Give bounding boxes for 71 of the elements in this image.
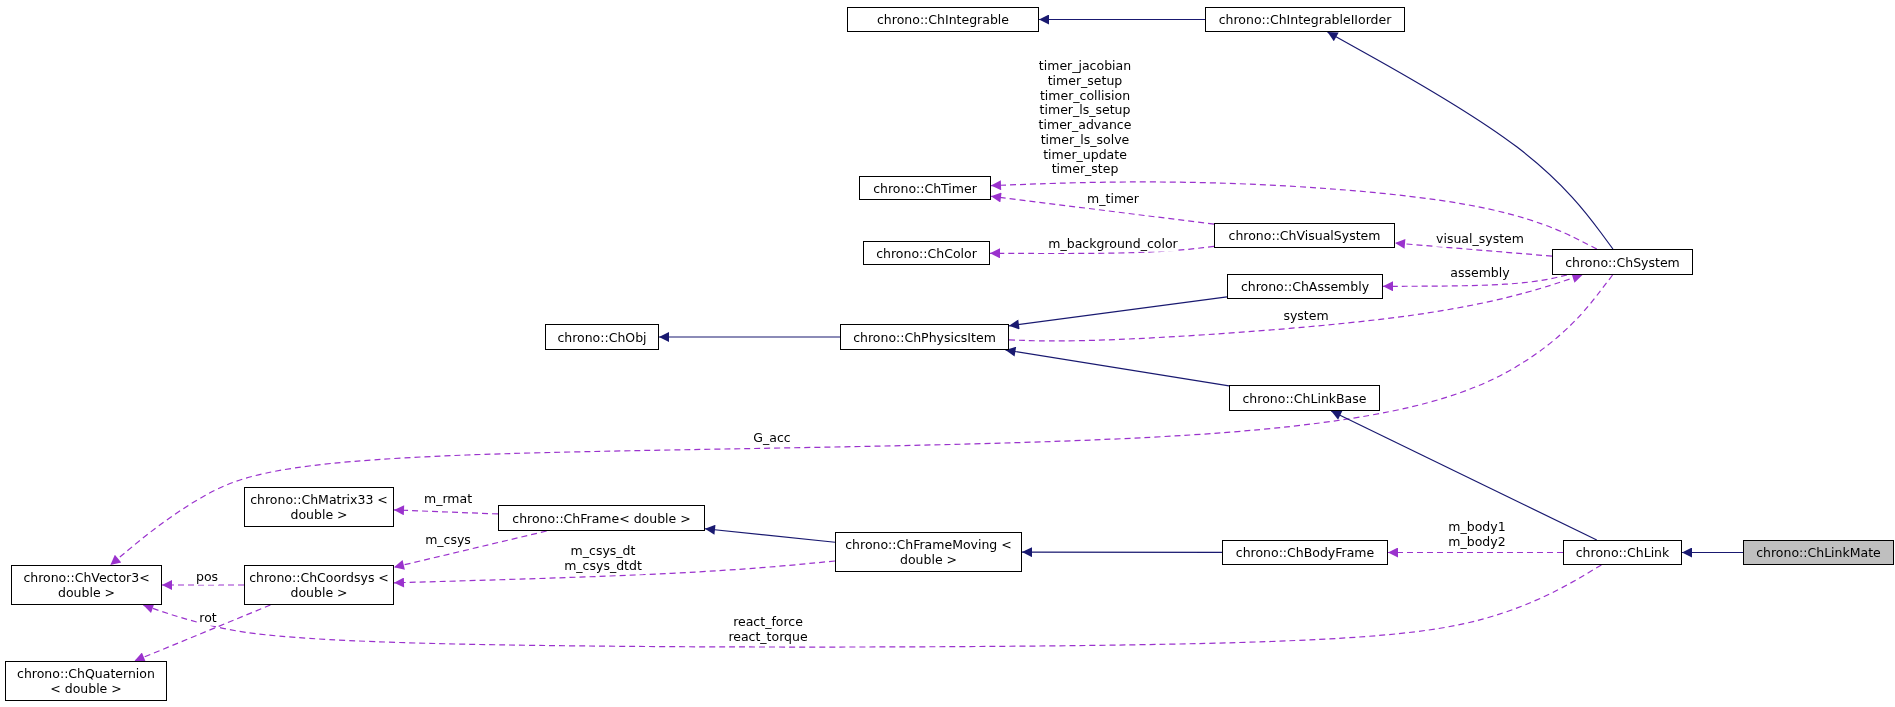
class-name: chrono::ChAssembly xyxy=(1240,279,1370,294)
class-box xyxy=(498,505,705,531)
class-box xyxy=(863,241,990,265)
class-name: chrono::ChLinkMate xyxy=(1756,545,1881,560)
dashed-arrow xyxy=(142,564,1602,648)
class-box xyxy=(5,661,167,701)
edge-label: m_timer xyxy=(1086,191,1140,207)
class-name: chrono::ChTimer xyxy=(873,180,977,196)
edge-label: m_background_color xyxy=(1047,236,1179,252)
dashed-arrow xyxy=(393,505,499,516)
class-name: chrono::ChLinkBase xyxy=(1242,390,1367,406)
class-box xyxy=(1563,540,1682,565)
edge-label: visual_system xyxy=(1435,231,1525,247)
class-name: chrono::ChIntegrableIIorder xyxy=(1218,12,1392,27)
class-name: chrono::ChIntegrable xyxy=(877,12,1009,27)
dashed-arrow xyxy=(161,580,245,590)
edge-label: system xyxy=(1282,308,1330,324)
dashed-arrow xyxy=(109,274,1614,566)
class-name: chrono::ChBodyFrame xyxy=(1235,545,1375,560)
arrow xyxy=(704,524,836,543)
arrow xyxy=(1004,346,1230,387)
arrow xyxy=(658,332,841,342)
dashed-arrow xyxy=(989,245,1215,259)
dashed-arrow xyxy=(393,560,836,588)
class-box xyxy=(1552,249,1693,275)
dashed-arrow xyxy=(990,180,1598,250)
class-name: chrono::ChObj xyxy=(557,329,647,345)
arrow xyxy=(1330,410,1598,541)
edge-label: timer_jacobian timer_setup timer_collision timer_ls_setup timer_advance timer_ls_solve timer_update timer_step xyxy=(1037,59,1133,177)
arrow xyxy=(1326,31,1614,250)
class-name: chrono::ChVector3< double > xyxy=(22,570,151,600)
class-name: chrono::ChPhysicsItem xyxy=(853,329,996,345)
class-box xyxy=(11,565,162,605)
class-box xyxy=(1229,385,1380,411)
class-name: chrono::ChCoordsys < double > xyxy=(249,570,389,600)
class-box xyxy=(1222,540,1388,565)
edge-label: rot xyxy=(198,610,218,626)
arrow xyxy=(1021,547,1223,558)
class-name: chrono::ChFrame< double > xyxy=(512,510,691,526)
arrow xyxy=(1038,14,1206,25)
class-box xyxy=(1227,274,1383,299)
edge-label: react_force react_torque xyxy=(727,615,809,645)
dashed-arrow xyxy=(1394,238,1553,257)
class-box xyxy=(835,532,1022,572)
class-name: chrono::ChSystem xyxy=(1565,254,1680,270)
class-box xyxy=(840,324,1009,350)
class-box xyxy=(545,324,659,350)
dashed-arrow xyxy=(1008,273,1584,342)
class-name: chrono::ChVisualSystem xyxy=(1228,228,1381,243)
dashed-arrow xyxy=(393,530,548,570)
class-name: chrono::ChColor xyxy=(876,245,977,261)
class-name: chrono::ChFrameMoving < double > xyxy=(844,537,1013,567)
dashed-arrow xyxy=(1387,547,1564,558)
arrow xyxy=(1681,547,1744,558)
class-box xyxy=(1205,7,1405,32)
dashed-arrow xyxy=(990,192,1215,225)
class-box xyxy=(1743,540,1894,565)
edge-label: m_body1 m_body2 xyxy=(1447,520,1507,550)
dashed-arrow xyxy=(1382,274,1568,292)
edge-label: G_acc xyxy=(752,430,792,446)
edge-label: assembly xyxy=(1449,265,1511,281)
arrow xyxy=(1008,296,1228,330)
class-box xyxy=(1214,223,1395,248)
class-box xyxy=(847,7,1039,32)
class-name: chrono::ChLink xyxy=(1575,545,1670,560)
class-name: chrono::ChQuaternion < double > xyxy=(16,666,156,696)
dashed-arrow xyxy=(133,604,272,662)
class-name: chrono::ChMatrix33 < double > xyxy=(249,492,389,522)
class-box xyxy=(859,176,991,200)
edge-label: m_rmat xyxy=(422,491,474,507)
edge-label: m_csys_dt m_csys_dtdt xyxy=(563,544,643,574)
